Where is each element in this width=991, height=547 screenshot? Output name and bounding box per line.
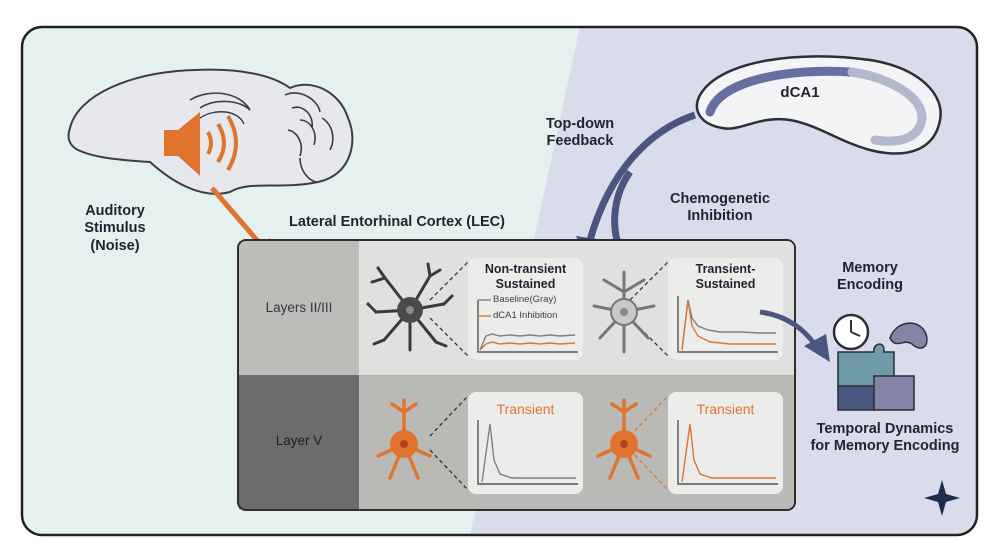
orange-dashed-connectors — [629, 395, 669, 491]
sparkle-icon — [924, 480, 960, 516]
trace-transient-left — [477, 420, 578, 485]
panel-transient-left — [468, 392, 583, 494]
panel-transient-right — [668, 392, 783, 494]
dca1-label: dCA1 — [780, 84, 820, 101]
legend-baseline: Baseline(Gray) — [493, 294, 557, 305]
lec-title: Lateral Entorhinal Cortex (LEC) — [289, 214, 505, 230]
puzzle-icon — [837, 322, 928, 411]
transient-right-label: Transient — [696, 401, 755, 417]
layer-5-label: Layer V — [275, 433, 323, 448]
transient-left-label: Transient — [496, 401, 555, 417]
legend-inhibition: dCA1 Inhibition — [493, 310, 558, 321]
trace-non-transient — [477, 300, 578, 353]
trace-transient-right — [677, 420, 778, 485]
mouse-brain-icon — [67, 68, 354, 195]
hippocampus-icon — [695, 55, 942, 155]
layers-23-label: Layers II/III — [265, 300, 333, 315]
clock-icon — [832, 313, 870, 351]
memory-arrow — [759, 309, 830, 362]
speaker-icon — [164, 112, 238, 176]
dashed-connectors — [429, 261, 669, 491]
trace-transient-sustained — [677, 296, 778, 353]
outer-frame — [20, 25, 979, 537]
transient-sustained-label: Transient-Sustained — [695, 262, 756, 291]
